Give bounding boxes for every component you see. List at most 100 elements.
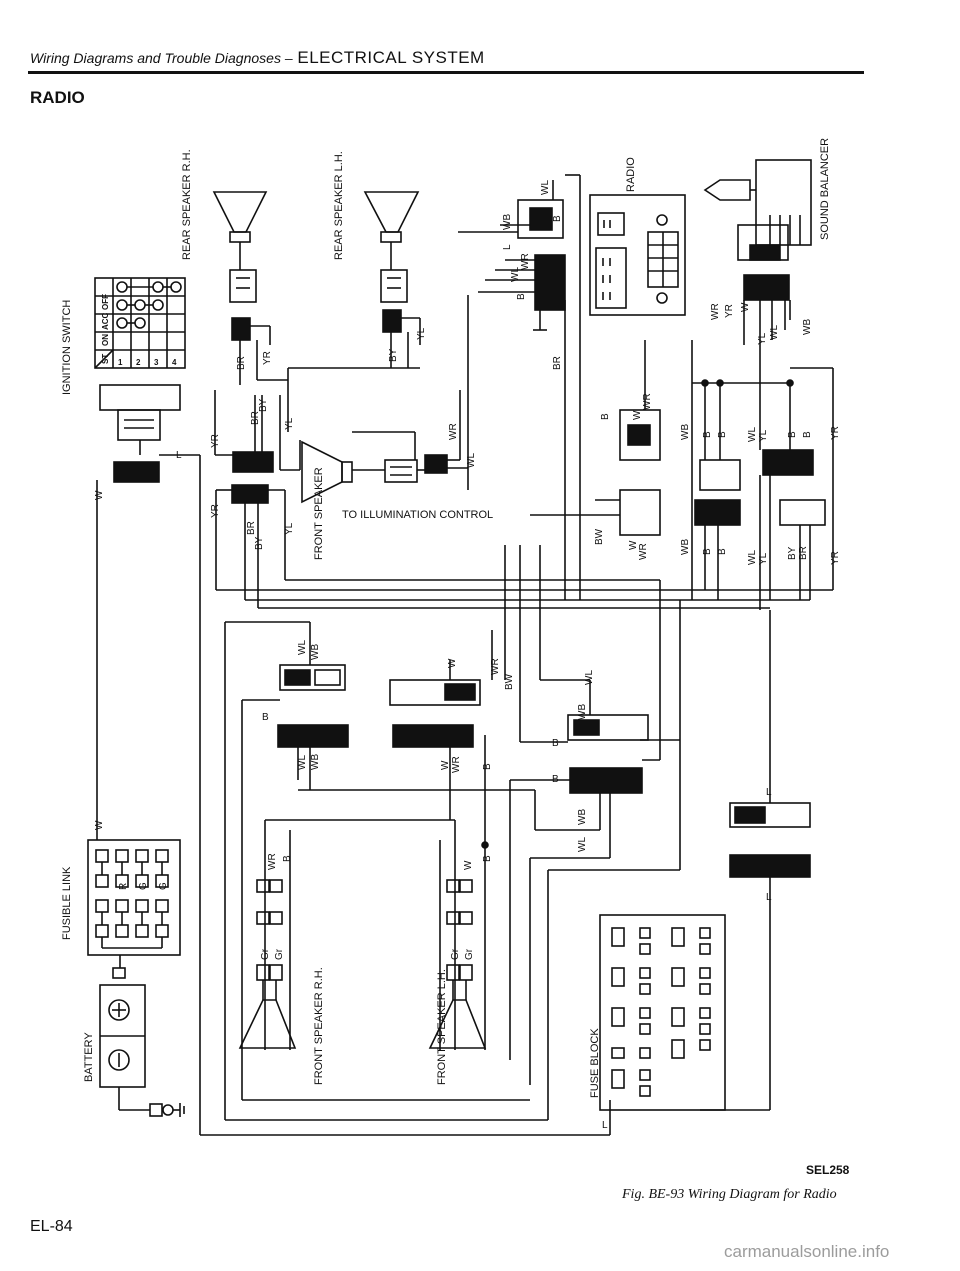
switch-row-4: 4 bbox=[172, 358, 177, 367]
label-front-speaker: FRONT SPEAKER bbox=[313, 467, 325, 560]
front-speaker-lh bbox=[428, 879, 487, 1049]
front-speaker bbox=[301, 295, 469, 504]
wire-w-5: W bbox=[440, 760, 451, 770]
wire-yr-2: YR bbox=[210, 434, 221, 448]
wire-wl-2: WL bbox=[540, 180, 551, 195]
wire-l-4: L bbox=[602, 1120, 608, 1131]
wire-w-ign: W bbox=[94, 490, 105, 500]
wire-w-4: W bbox=[447, 658, 458, 668]
label-front-speaker-lh: FRONT SPEAKER L.H. bbox=[436, 969, 448, 1085]
wire-wl-10: WL bbox=[577, 837, 588, 852]
wire-bw-1: BW bbox=[594, 528, 605, 545]
wire-b-6: B bbox=[787, 431, 798, 438]
wire-yr-1: YR bbox=[262, 351, 273, 365]
wire-gr-4: Gr bbox=[464, 948, 475, 960]
wire-w-3: W bbox=[628, 540, 639, 550]
label-ignition-switch: IGNITION SWITCH bbox=[61, 300, 73, 395]
rear-speaker-rh bbox=[212, 191, 271, 385]
label-fuse-block: FUSE BLOCK bbox=[589, 1028, 601, 1098]
header-subtitle: Wiring Diagrams and Trouble Diagnoses – bbox=[30, 50, 293, 66]
wire-by-3: BY bbox=[254, 536, 265, 550]
wire-yr-5: YR bbox=[830, 426, 841, 440]
wire-b-5: B bbox=[717, 431, 728, 438]
wire-yl-3: YL bbox=[284, 522, 295, 535]
wire-b-2: B bbox=[516, 293, 527, 300]
wire-wr-2: WR bbox=[520, 253, 531, 270]
wire-yr-6: YR bbox=[830, 551, 841, 565]
wire-gr-1: Gr bbox=[260, 948, 271, 960]
wire-gr-2: Gr bbox=[274, 948, 285, 960]
switch-row-1: 1 bbox=[118, 358, 123, 367]
wire-l-3: L bbox=[766, 892, 772, 903]
wire-wl-9: WL bbox=[584, 670, 595, 685]
sound-balancer bbox=[703, 159, 812, 350]
label-sound-balancer: SOUND BALANCER bbox=[819, 138, 831, 240]
wire-g-fl1: G bbox=[138, 882, 149, 890]
wire-w-1: W bbox=[632, 410, 643, 420]
section-title: RADIO bbox=[30, 88, 85, 107]
figure-caption: Fig. BE-93 Wiring Diagram for Radio bbox=[622, 1187, 837, 1202]
wire-wr-1: WR bbox=[448, 423, 459, 440]
wire-g-fl2: G bbox=[158, 882, 169, 890]
wire-w-fl: W bbox=[94, 820, 105, 830]
wire-w-6: W bbox=[463, 860, 474, 870]
wire-wb-5: WB bbox=[310, 644, 321, 660]
battery bbox=[99, 984, 185, 1117]
wire-wl-5: WL bbox=[747, 427, 758, 442]
label-rear-speaker-rh: REAR SPEAKER R.H. bbox=[181, 149, 193, 260]
wire-wb-4: WB bbox=[680, 539, 691, 555]
wire-wb-2: WB bbox=[802, 319, 813, 335]
wire-wl-4: WL bbox=[769, 325, 780, 340]
label-battery: BATTERY bbox=[83, 1032, 95, 1082]
wire-yr-3: YR bbox=[210, 504, 221, 518]
wire-l-1: L bbox=[502, 244, 513, 250]
wire-yl-1: YL bbox=[416, 327, 427, 340]
wire-br-5: BR bbox=[798, 546, 809, 560]
wire-b-7: B bbox=[802, 431, 813, 438]
label-fusible-link: FUSIBLE LINK bbox=[61, 866, 73, 940]
wire-yl-5: YL bbox=[758, 429, 769, 442]
wire-b-10: B bbox=[262, 712, 269, 723]
wire-yr-4: YR bbox=[724, 304, 735, 318]
wire-w-2: W bbox=[740, 302, 751, 312]
wire-wr-4: WR bbox=[710, 303, 721, 320]
wire-b-11: B bbox=[482, 763, 493, 770]
wire-br-4: BR bbox=[552, 356, 563, 370]
header-rule bbox=[28, 71, 864, 74]
wire-b-1: B bbox=[552, 215, 563, 222]
fusible-link bbox=[87, 839, 181, 979]
radio-unit bbox=[589, 194, 686, 316]
wire-wl-6: WL bbox=[747, 550, 758, 565]
wire-yl-2: YL bbox=[284, 417, 295, 430]
wire-wb-3: WB bbox=[680, 424, 691, 440]
label-illumination: TO ILLUMINATION CONTROL bbox=[342, 509, 493, 521]
switch-row-3: 3 bbox=[154, 358, 159, 367]
wire-by-1: BY bbox=[388, 348, 399, 362]
wire-wr-5: WR bbox=[638, 543, 649, 560]
wire-by-4: BY bbox=[787, 546, 798, 560]
fuse-block bbox=[599, 914, 726, 1111]
front-speaker-rh bbox=[238, 879, 297, 1049]
label-front-speaker-rh: FRONT SPEAKER R.H. bbox=[313, 967, 325, 1085]
wire-l-5: L bbox=[176, 450, 182, 461]
wire-b-14: B bbox=[282, 855, 293, 862]
figure-code: SEL258 bbox=[806, 1163, 850, 1177]
wire-l-2: L bbox=[766, 787, 772, 798]
wire-bw-2: BW bbox=[504, 673, 515, 690]
wire-br-1: BR bbox=[236, 356, 247, 370]
ignition-switch bbox=[94, 277, 186, 455]
wire-yl-4: YL bbox=[757, 332, 768, 345]
switch-row-2: 2 bbox=[136, 358, 141, 367]
switch-head-2: ON bbox=[101, 334, 110, 346]
wire-b-8: B bbox=[702, 548, 713, 555]
wire-by-2: BY bbox=[258, 398, 269, 412]
page-number: EL-84 bbox=[30, 1218, 73, 1235]
label-radio: RADIO bbox=[625, 157, 637, 192]
wire-wb-1: WB bbox=[502, 214, 513, 230]
wire-wr-3: WR bbox=[642, 393, 653, 410]
wire-wl-3: WL bbox=[510, 267, 521, 282]
wire-wl-7: WL bbox=[297, 640, 308, 655]
wire-wl-1: WL bbox=[466, 453, 477, 468]
wire-b-3: B bbox=[600, 413, 611, 420]
